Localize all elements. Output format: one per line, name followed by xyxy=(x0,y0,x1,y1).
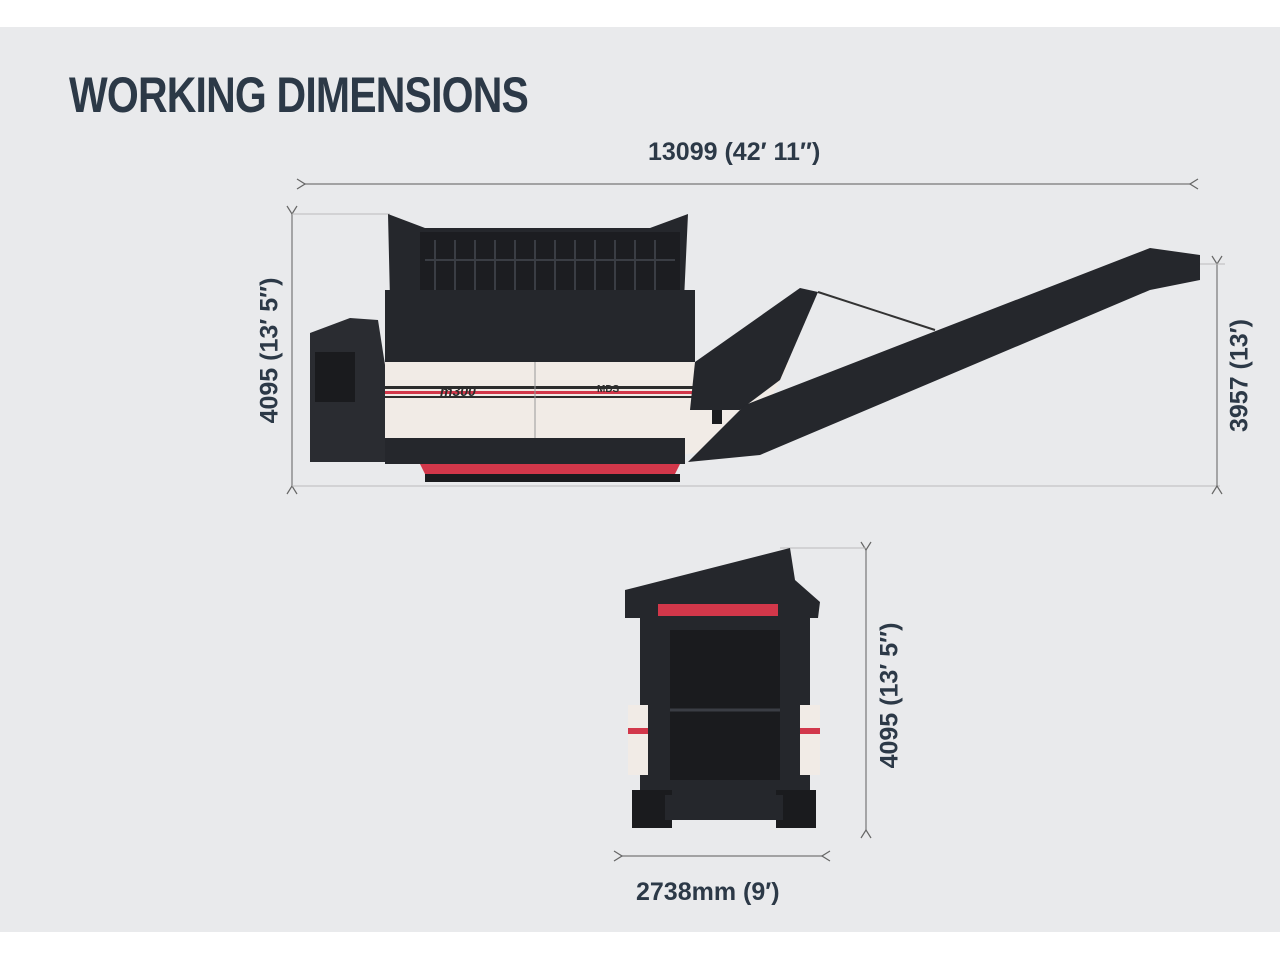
page-title: WORKING DIMENSIONS xyxy=(69,67,529,123)
model-label: m300 xyxy=(440,383,476,399)
width-label: 2738mm (9′) xyxy=(636,878,780,906)
machine-side-view xyxy=(310,214,1200,482)
brand-logo: MDS xyxy=(597,384,620,395)
right-height-label: 3957 (13′) xyxy=(1225,319,1254,433)
left-height-label: 4095 (13′ 5″) xyxy=(255,277,284,424)
rear-height-label: 4095 (13′ 5″) xyxy=(875,622,904,769)
machine-rear-view xyxy=(625,548,820,828)
length-label: 13099 (42′ 11″) xyxy=(648,138,821,166)
